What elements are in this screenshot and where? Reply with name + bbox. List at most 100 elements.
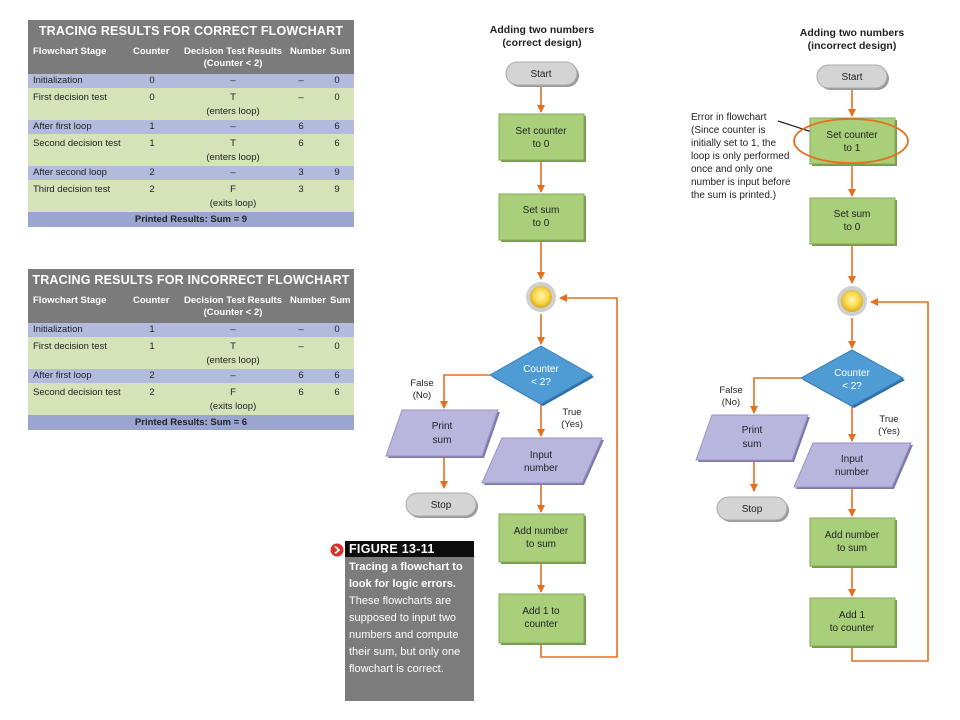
true-label: True [562, 407, 581, 418]
true-label: (Yes) [561, 419, 583, 430]
decision-label: < 2? [531, 377, 551, 388]
stop-terminal [716, 496, 788, 521]
error-annotation: Error in flowchart (Since counter is ini… [691, 112, 791, 201]
flowchart-correct: Adding two numbers (correct design) Star… [385, 24, 618, 658]
cell-number: 6 [298, 370, 304, 381]
process-label: to sum [526, 539, 556, 550]
cell-decision: T [230, 138, 236, 149]
cell-counter: 1 [149, 324, 155, 335]
cell-sum: 9 [334, 184, 340, 195]
figure-bold-text: Tracing a flowchart to look for logic er… [349, 561, 463, 590]
cell-number: – [298, 324, 304, 335]
flowchart-subtitle: (correct design) [502, 37, 581, 49]
process-add-number [498, 513, 585, 563]
error-note-line: loop is only performed [691, 151, 789, 162]
cell-note: (enters loop) [206, 106, 260, 117]
header-number: Number [290, 295, 326, 306]
process-increment-counter [809, 597, 896, 647]
process-label: Add 1 [839, 610, 866, 621]
decision-label: Counter [523, 364, 559, 375]
process-label: Set sum [834, 209, 871, 220]
figure-label: FIGURE 13-11 [345, 541, 474, 557]
error-pointer-line [777, 120, 813, 133]
incorrect-trace-table: TRACING RESULTS FOR INCORRECT FLOWCHART … [28, 269, 354, 430]
io-label: sum [743, 439, 762, 450]
correct-trace-table: TRACING RESULTS FOR CORRECT FLOWCHART Fl… [28, 20, 354, 227]
start-terminal [505, 61, 578, 86]
false-branch-arrow [440, 374, 490, 409]
process-label: Set counter [515, 126, 567, 137]
cell-stage: First decision test [33, 92, 107, 103]
table-row: First decision test 0 T (enters loop) – … [28, 88, 354, 120]
cell-number: – [298, 92, 304, 103]
io-label: Print [742, 425, 763, 436]
process-label: Add number [514, 526, 569, 537]
cell-number: 3 [298, 184, 304, 195]
table-row: After first loop 2 – 6 6 [28, 369, 354, 383]
figure-marker-icon [330, 543, 344, 557]
process-label: to 0 [533, 139, 550, 150]
cell-counter: 1 [149, 121, 155, 132]
false-label: (No) [413, 390, 431, 401]
table-row: After first loop 1 – 6 6 [28, 120, 354, 134]
decision-diamond [799, 349, 905, 407]
cell-counter: 2 [149, 370, 155, 381]
cell-number: 3 [298, 167, 304, 178]
cell-number: 6 [298, 138, 304, 149]
junction-connector [841, 290, 863, 312]
false-label: (No) [722, 397, 740, 408]
cell-counter: 0 [149, 92, 155, 103]
decision-diamond [488, 345, 594, 405]
cell-decision: F [230, 387, 236, 398]
process-label: to 0 [533, 218, 550, 229]
cell-note: (exits loop) [209, 401, 257, 412]
flowchart-title: Adding two numbers [490, 24, 595, 36]
process-label: to sum [837, 543, 867, 554]
cell-stage: After first loop [33, 370, 92, 381]
start-label: Start [841, 72, 862, 83]
cell-stage: Initialization [33, 75, 83, 86]
false-label: False [410, 378, 433, 389]
header-decision: Decision Test Results(Counter < 2) [178, 295, 288, 319]
header-decision-label: Decision Test Results [183, 295, 283, 306]
loop-back-arrow [851, 298, 929, 662]
junction-connector [530, 286, 552, 308]
cell-counter: 2 [149, 167, 155, 178]
process-set-sum [498, 193, 585, 241]
cell-sum: 0 [334, 92, 340, 103]
cell-number: – [298, 75, 304, 86]
io-input-number [481, 437, 603, 484]
table-row: Initialization 1 – – 0 [28, 323, 354, 337]
cell-stage: Second decision test [33, 138, 121, 149]
header-stage: Flowchart Stage [33, 295, 107, 306]
table-title: TRACING RESULTS FOR CORRECT FLOWCHART [28, 20, 354, 42]
io-label: Input [841, 454, 863, 465]
start-terminal [816, 64, 888, 89]
cell-note: (exits loop) [209, 198, 257, 209]
decision-label: Counter [834, 368, 870, 379]
process-increment-counter [498, 593, 585, 644]
table-row: Initialization 0 – – 0 [28, 74, 354, 88]
process-add-number [809, 517, 896, 567]
false-label: False [719, 385, 742, 396]
flowchart-incorrect: Adding two numbers (incorrect design) St… [691, 27, 929, 662]
decision-label: < 2? [842, 381, 862, 392]
start-label: Start [530, 69, 551, 80]
cell-sum: 9 [334, 167, 340, 178]
cell-decision: – [230, 167, 236, 178]
flowchart-title: Adding two numbers [800, 27, 905, 39]
true-label: (Yes) [878, 426, 900, 437]
cell-decision: – [230, 370, 236, 381]
cell-counter: 2 [149, 184, 155, 195]
cell-decision: – [230, 75, 236, 86]
cell-stage: After first loop [33, 121, 92, 132]
stop-terminal [405, 492, 477, 517]
table-title: TRACING RESULTS FOR INCORRECT FLOWCHART [28, 269, 354, 291]
process-label: Set counter [826, 130, 878, 141]
error-note-line: Error in flowchart [691, 112, 767, 123]
process-label: to 1 [844, 143, 861, 154]
process-label: counter [524, 619, 558, 630]
io-label: number [835, 467, 870, 478]
process-set-counter [498, 113, 585, 161]
table-row: Second decision test 2 F (exits loop) 6 … [28, 383, 354, 415]
